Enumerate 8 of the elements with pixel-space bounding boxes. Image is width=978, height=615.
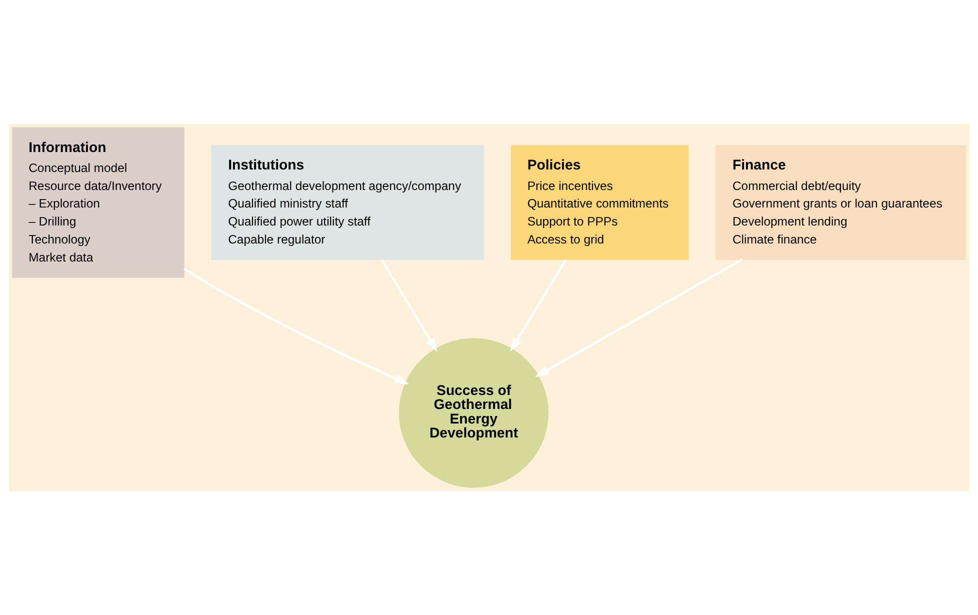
arrow [510,259,567,352]
node-box: Policies Price incentives Quantitative commitments Support to PPPs Access to grid [510,145,689,260]
node-box: Information Conceptual model Resource data/Inventory – Exploration – Drilling Technology Market data [12,127,184,278]
arrow [380,259,438,352]
arrow [183,268,409,384]
node-box: Finance Commercial debt/equity Government grants or loan guarantees Development lending Climate finance [716,145,966,260]
arrow [535,258,743,378]
node-box: Institutions Geothermal development agency/company Qualified ministry staff Qualified power utility staff Capable regulator [211,145,484,260]
